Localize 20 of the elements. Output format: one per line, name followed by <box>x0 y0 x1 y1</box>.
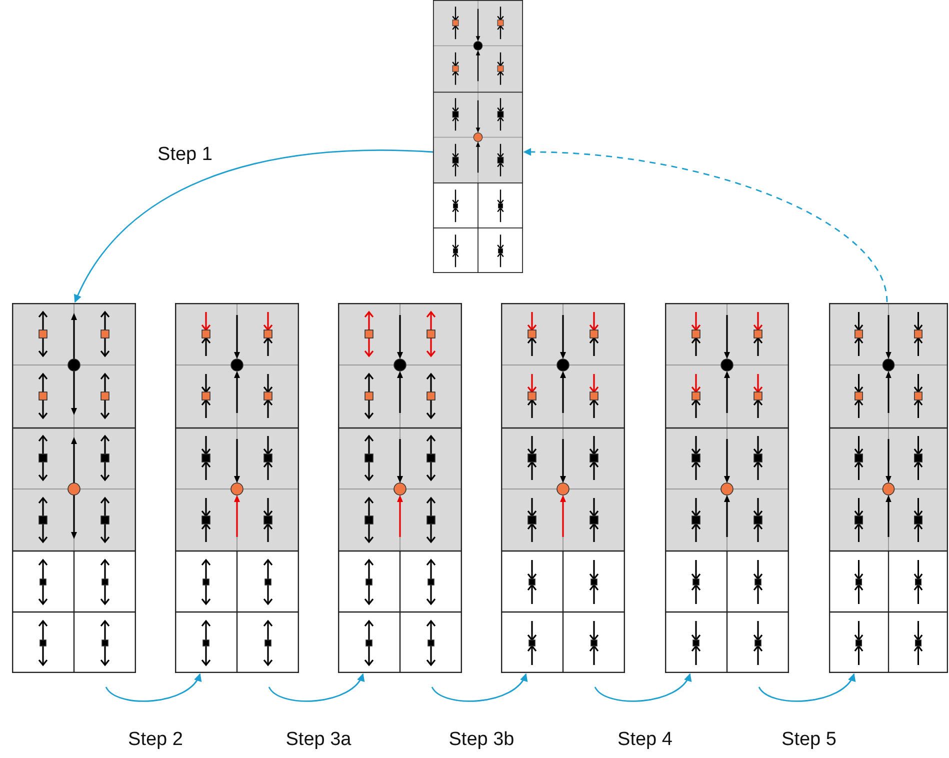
grid-drawing <box>12 303 136 673</box>
grid-drawing <box>175 303 299 673</box>
arrow <box>594 673 691 702</box>
arrow <box>758 673 855 702</box>
edge-label: Step 3a <box>284 729 354 751</box>
edge-label: Step 3b <box>446 729 516 751</box>
arrow <box>105 673 201 702</box>
grid-drawing <box>433 0 523 273</box>
arrow <box>431 673 527 702</box>
edge-label: Step 2 <box>126 729 185 751</box>
grid-drawing <box>829 303 948 673</box>
grid-drawing <box>665 303 789 673</box>
grid-drawing <box>501 303 625 673</box>
arrow <box>74 150 434 303</box>
grid-drawing <box>338 303 462 673</box>
arrow <box>268 673 364 702</box>
edge-label: Step 1 <box>156 144 214 166</box>
arrow <box>523 148 888 302</box>
edge-label: Step 5 <box>780 729 838 751</box>
edge-label: Step 4 <box>616 729 674 751</box>
